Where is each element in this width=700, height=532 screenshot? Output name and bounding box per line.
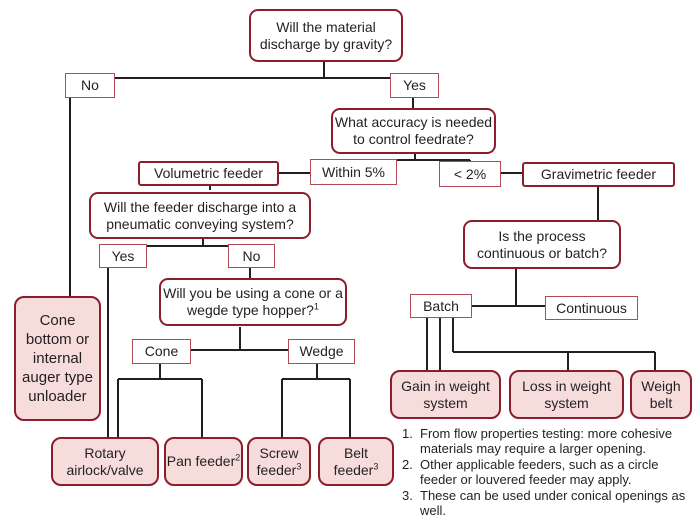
question-gravity: Will the material discharge by gravity? — [249, 9, 403, 62]
option-wedge-text: Wedge — [299, 343, 344, 359]
footnote-1-marker: 1 — [313, 301, 319, 312]
option-continuous: Continuous — [545, 296, 638, 320]
option-cone: Cone — [132, 339, 191, 364]
footnote-3-marker: 3 — [296, 460, 302, 471]
result-belt-feeder: Belt feeder3 — [318, 437, 394, 486]
result-pan-feeder-text: Pan feeder — [166, 453, 236, 469]
result-gain-in-weight-text: Gain in weight system — [401, 377, 490, 411]
result-belt-feeder-label: Belt feeder3 — [320, 445, 392, 479]
footnote-2-text: Other applicable feeders, such as a circ… — [420, 457, 659, 487]
question-accuracy-text: What accuracy is needed to control feedr… — [334, 114, 493, 147]
volumetric-feeder-text: Volumetric feeder — [154, 165, 263, 181]
question-hopper-text: Will you be using a cone or a wegde type… — [163, 285, 343, 318]
result-pan-feeder-label: Pan feeder2 — [167, 453, 241, 470]
footnote-2-marker: 2 — [235, 452, 241, 463]
footnote-1: 1. From flow properties testing: more co… — [398, 426, 698, 456]
result-gain-in-weight: Gain in weight system — [390, 370, 501, 419]
footnotes: 1. From flow properties testing: more co… — [398, 426, 698, 520]
footnote-3-number: 3. — [402, 488, 413, 503]
volumetric-feeder: Volumetric feeder — [138, 161, 279, 186]
option-cone-text: Cone — [144, 343, 179, 359]
footnote-3-text: These can be used under conical openings… — [420, 488, 686, 518]
question-process: Is the process continuous or batch? — [463, 220, 621, 269]
option-within-5: Within 5% — [310, 159, 397, 185]
result-cone-bottom: Cone bottom or internal auger type unloa… — [14, 296, 101, 421]
footnote-2: 2. Other applicable feeders, such as a c… — [398, 457, 698, 487]
option-no-pneumatic: No — [228, 244, 275, 268]
result-screw-feeder-text: Screw feeder — [256, 444, 299, 478]
result-cone-bottom-text: Cone bottom or internal auger type unloa… — [22, 312, 93, 405]
question-accuracy: What accuracy is needed to control feedr… — [331, 108, 496, 154]
gravimetric-feeder: Gravimetric feeder — [522, 162, 675, 187]
result-belt-feeder-text: Belt feeder — [333, 444, 374, 478]
option-yes-top: Yes — [390, 73, 439, 98]
question-pneumatic-text: Will the feeder discharge into a pneumat… — [103, 198, 297, 232]
option-less-2: < 2% — [439, 161, 501, 187]
footnote-1-number: 1. — [402, 426, 413, 441]
result-screw-feeder: Screw feeder3 — [247, 437, 311, 486]
question-hopper-label: Will you be using a cone or a wegde type… — [161, 285, 345, 319]
gravimetric-feeder-text: Gravimetric feeder — [540, 166, 657, 182]
option-yes-pneumatic: Yes — [99, 244, 147, 268]
footnote-3: 3. These can be used under conical openi… — [398, 488, 698, 518]
option-continuous-text: Continuous — [556, 299, 627, 316]
option-no-top-text: No — [81, 77, 99, 93]
option-yes-top-text: Yes — [403, 77, 426, 93]
question-gravity-text: Will the material discharge by gravity? — [259, 18, 393, 52]
option-less-2-text: < 2% — [453, 165, 487, 182]
option-wedge: Wedge — [288, 339, 355, 364]
option-no-pneumatic-text: No — [242, 247, 261, 264]
option-no-top: No — [65, 73, 115, 98]
option-batch-text: Batch — [423, 297, 459, 314]
result-weigh-belt: Weigh belt — [630, 370, 692, 419]
footnote-3-marker-belt: 3 — [373, 460, 379, 471]
question-process-text: Is the process continuous or batch? — [477, 227, 607, 261]
question-hopper: Will you be using a cone or a wegde type… — [159, 278, 347, 326]
result-loss-in-weight: Loss in weight system — [509, 370, 624, 419]
result-weigh-belt-text: Weigh belt — [641, 377, 681, 411]
option-within-5-text: Within 5% — [321, 163, 386, 180]
footnote-2-number: 2. — [402, 457, 413, 472]
option-batch: Batch — [410, 294, 472, 318]
result-rotary-airlock-text: Rotary airlock/valve — [66, 444, 144, 478]
result-screw-feeder-label: Screw feeder3 — [254, 445, 304, 479]
option-yes-pneumatic-text: Yes — [111, 247, 135, 264]
footnote-1-text: From flow properties testing: more cohes… — [420, 426, 673, 456]
question-pneumatic: Will the feeder discharge into a pneumat… — [89, 192, 311, 239]
result-pan-feeder: Pan feeder2 — [164, 437, 243, 486]
result-rotary-airlock: Rotary airlock/valve — [51, 437, 159, 486]
result-loss-in-weight-text: Loss in weight system — [522, 377, 611, 411]
